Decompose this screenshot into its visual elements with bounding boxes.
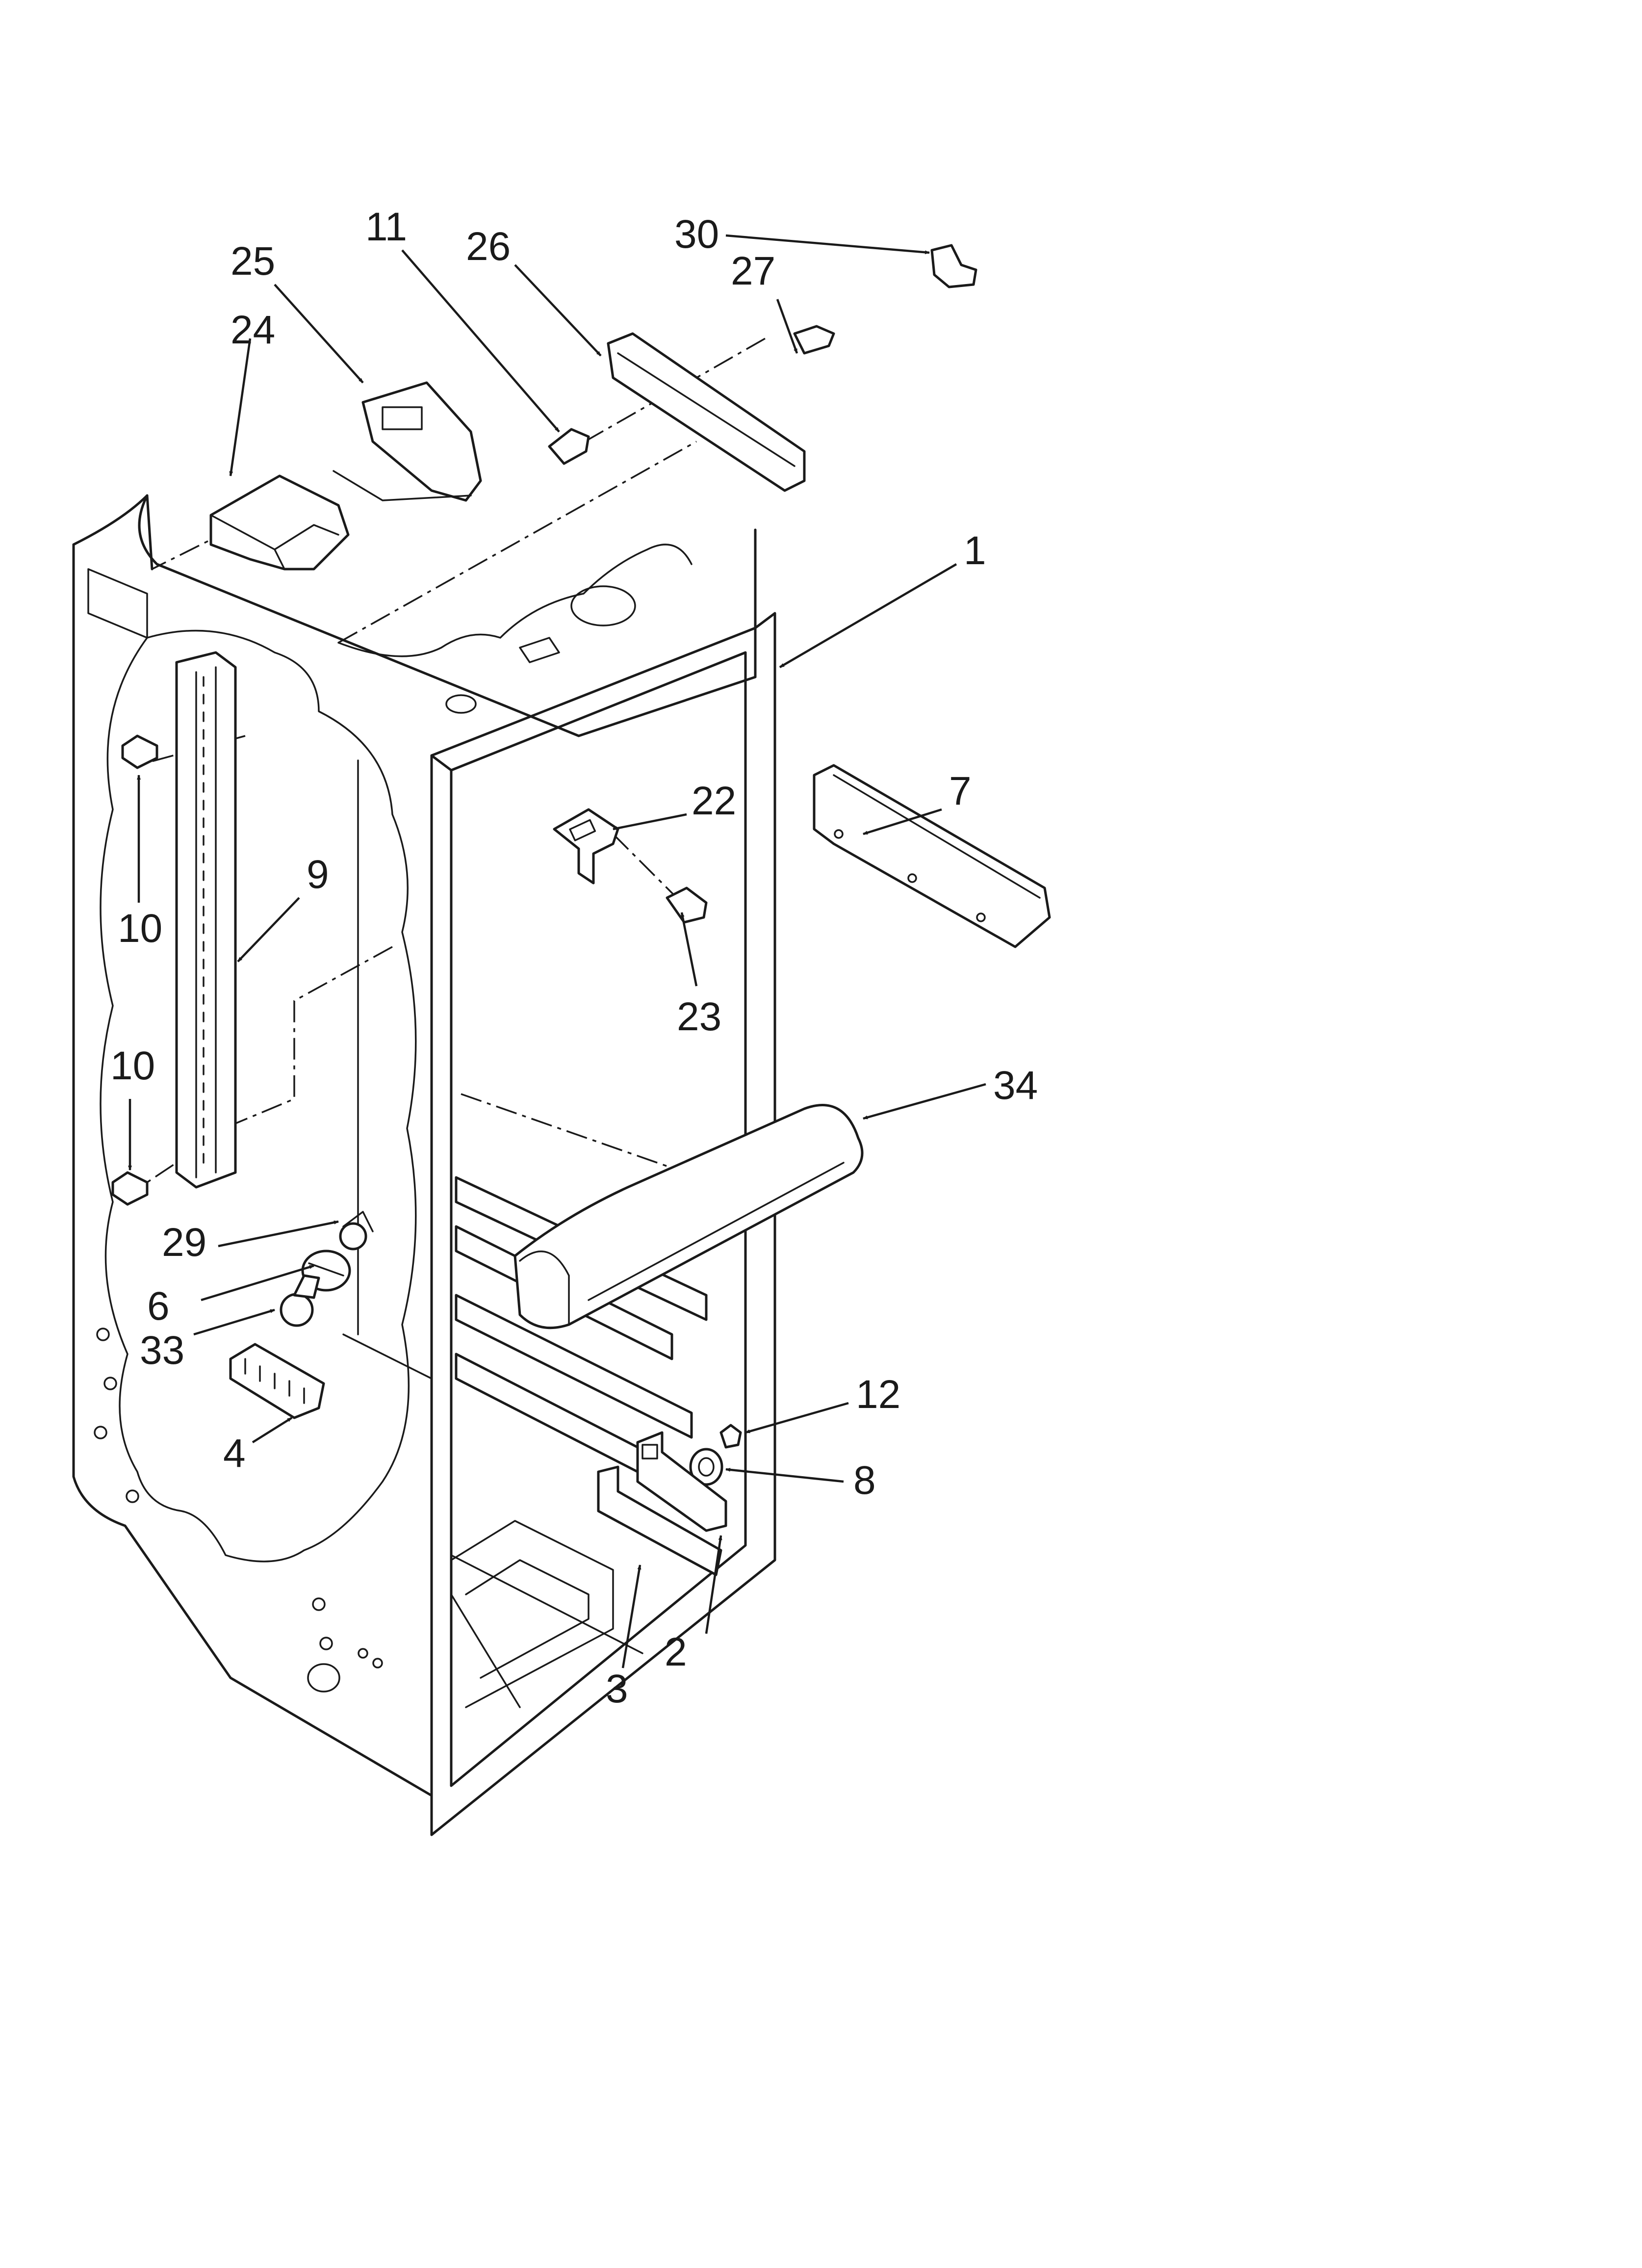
callout-29: 29 — [162, 1220, 206, 1265]
callout-25: 25 — [231, 239, 275, 284]
callout-30: 30 — [674, 212, 719, 257]
callout-22: 22 — [692, 779, 736, 823]
callout-4: 4 — [223, 1431, 246, 1476]
callout-23: 23 — [677, 994, 721, 1039]
leader-lines — [128, 234, 986, 1668]
part-29-clip — [339, 1211, 374, 1251]
callout-12: 12 — [856, 1372, 900, 1417]
part-25-bracket — [333, 381, 482, 502]
callout-11: 11 — [365, 205, 407, 249]
part-3-cover — [597, 1465, 722, 1576]
callout-1: 1 — [964, 528, 986, 573]
part-27-screw — [793, 325, 835, 355]
callout-2: 2 — [665, 1630, 687, 1674]
part-22-bracket — [553, 808, 619, 885]
callout-27: 27 — [731, 249, 775, 293]
callout-9: 9 — [307, 852, 329, 897]
part-12-screw — [719, 1424, 742, 1449]
callout-10-upper: 10 — [118, 906, 162, 951]
callout-7: 7 — [949, 769, 972, 813]
part-10-screw-lower — [111, 1171, 149, 1206]
callout-labels: 1 2 3 4 6 7 8 9 10 10 11 12 22 23 24 25 … — [110, 205, 1038, 1711]
callout-10-lower: 10 — [110, 1043, 155, 1088]
callout-34: 34 — [993, 1063, 1038, 1108]
part-33-bulb — [280, 1274, 320, 1327]
part-11-screw — [548, 428, 590, 465]
callout-6: 6 — [147, 1284, 170, 1329]
part-24-housing — [209, 474, 350, 571]
callout-33: 33 — [140, 1328, 184, 1373]
part-30-clip — [930, 244, 977, 288]
part-34-duct — [513, 1104, 864, 1330]
callout-8: 8 — [853, 1458, 876, 1503]
part-2-bracket — [636, 1431, 727, 1532]
callout-26: 26 — [466, 224, 511, 269]
part-23-screw — [666, 886, 708, 924]
callout-3: 3 — [606, 1667, 628, 1711]
callout-24: 24 — [231, 308, 275, 352]
part-4-grille — [229, 1343, 325, 1419]
part-26-rail — [607, 332, 806, 492]
part-8-knob — [689, 1448, 723, 1486]
part-10-screw-upper — [121, 734, 158, 769]
part-9-shelf-ladder — [175, 651, 237, 1189]
part-7-cover — [813, 764, 1051, 948]
